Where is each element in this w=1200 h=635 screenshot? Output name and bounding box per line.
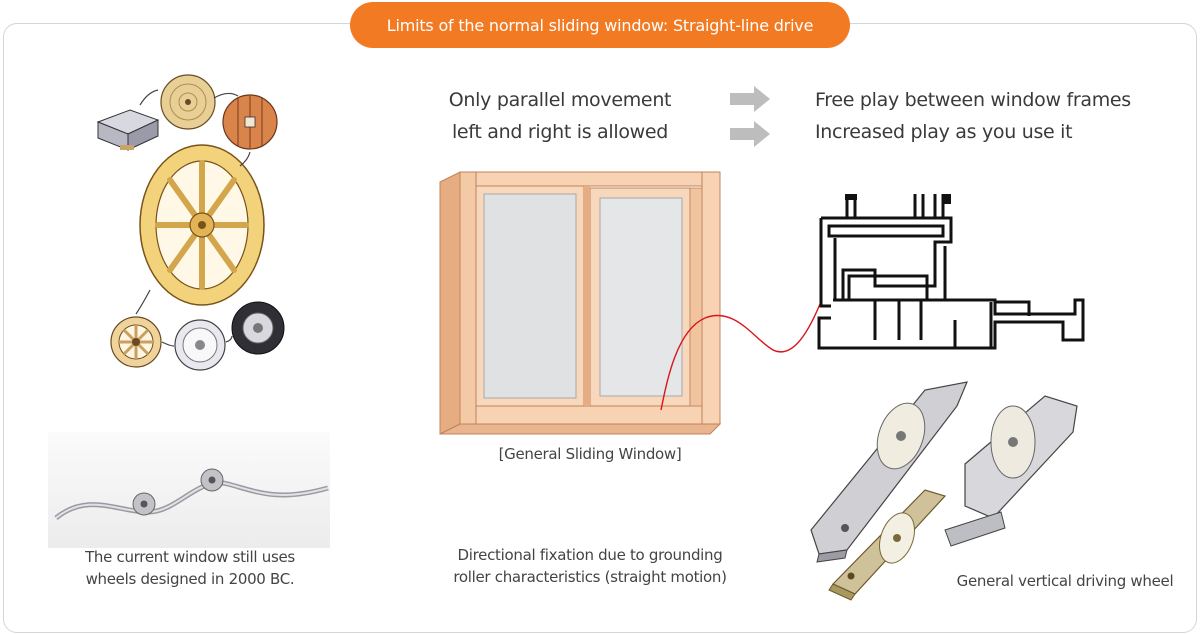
roller-brass-icon bbox=[828, 489, 947, 601]
constraint-line-1: Only parallel movement bbox=[448, 89, 672, 111]
wavy-track-photo bbox=[48, 432, 330, 548]
consequence-text: Free play between window frames Increase… bbox=[815, 84, 1175, 148]
wooden-wheel-icon bbox=[110, 316, 162, 368]
spoked-wheel-icon bbox=[139, 144, 265, 306]
wheel-caption-line-2: wheels designed in 2000 BC. bbox=[85, 570, 295, 588]
wheel-evolution-illustration bbox=[96, 74, 285, 371]
wheel-caption-line-1: The current window still uses bbox=[85, 548, 295, 566]
page-title: Limits of the normal sliding window: Str… bbox=[350, 2, 850, 48]
roller-left-icon bbox=[810, 381, 968, 563]
tire-wheel-icon bbox=[231, 301, 285, 355]
metal-wheel-icon bbox=[174, 319, 226, 371]
stone-block-icon bbox=[96, 109, 160, 151]
fixation-caption-line-1: Directional fixation due to grounding bbox=[457, 546, 723, 564]
plank-wheel-icon bbox=[222, 94, 278, 150]
constraint-line-2: left and right is allowed bbox=[451, 121, 669, 143]
sliding-window-illustration bbox=[439, 171, 722, 435]
wheel-caption: The current window still uses wheels des… bbox=[40, 546, 340, 590]
driving-wheel-caption: General vertical driving wheel bbox=[956, 572, 1174, 590]
fixation-caption: Directional fixation due to grounding ro… bbox=[430, 544, 750, 588]
right-arrow-icon bbox=[730, 121, 770, 147]
frame-cross-section bbox=[817, 194, 1085, 350]
window-caption: [General Sliding Window] bbox=[498, 445, 682, 463]
fixation-caption-line-2: roller characteristics (straight motion) bbox=[453, 568, 727, 586]
right-arrow-icon bbox=[730, 86, 770, 112]
log-wheel-icon bbox=[160, 74, 216, 130]
consequence-line-1: Free play between window frames bbox=[815, 89, 1131, 111]
consequence-line-2: Increased play as you use it bbox=[815, 121, 1073, 143]
roller-right-icon bbox=[944, 395, 1078, 547]
connector-line bbox=[660, 303, 821, 411]
roller-hardware-illustration bbox=[810, 381, 1078, 601]
constraint-text: Only parallel movement left and right is… bbox=[410, 84, 710, 148]
